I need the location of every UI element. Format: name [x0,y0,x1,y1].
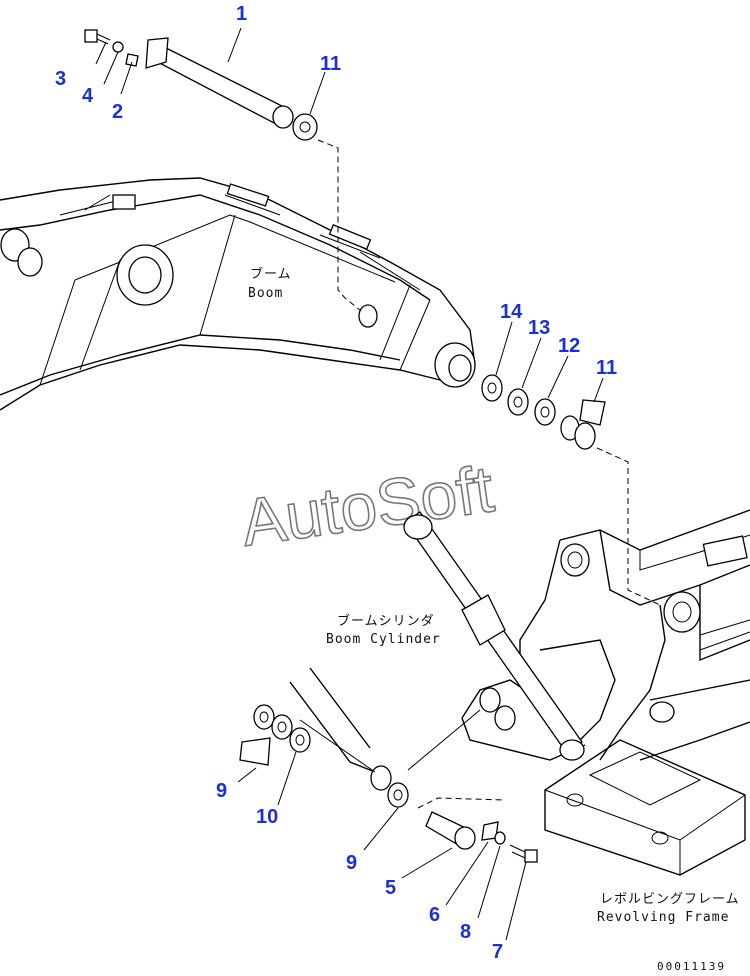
watermark: AutoSoft [237,451,498,560]
lower-shims [239,704,409,808]
boom-cylinder [289,511,585,791]
callout-3: 3 [55,68,66,90]
boom [0,177,476,411]
bolt-3 [84,29,111,45]
revolving-frame [461,509,750,876]
callout-9-right: 9 [346,852,357,874]
document-number: 00011139 [657,960,726,973]
foot-pin [145,37,294,129]
callout-6: 6 [429,904,440,926]
callout-12: 12 [558,335,580,357]
callout-5: 5 [385,877,396,899]
leader-lines [95,27,604,941]
callout-11-top: 11 [320,53,341,75]
callout-13: 13 [528,317,550,339]
plate-2 [125,53,139,67]
boom-label-en: Boom [248,286,283,301]
frame-label-jp: レボルビングフレーム [600,892,740,907]
cylinder-label-jp: ブームシリンダ [337,613,435,629]
leader-pin-to-frame [596,447,661,606]
washer-8 [494,831,506,845]
cylinder-label-en: Boom Cylinder [326,632,441,647]
callout-2: 2 [112,101,123,123]
washer-4 [112,41,124,53]
shim-11-top [292,113,318,141]
callout-8: 8 [460,921,471,943]
callout-9-left: 9 [216,780,227,802]
boom-label-jp: ブーム [250,266,292,282]
callout-10: 10 [256,806,278,828]
callout-1: 1 [236,3,247,25]
cylinder-pin-5 [417,797,506,850]
frame-label-en: Revolving Frame [597,910,729,925]
shim-stack [481,374,606,450]
bolt-7 [509,844,538,863]
callouts: 1 2 3 4 11 14 13 12 11 9 10 9 5 6 8 7 [55,3,617,963]
callout-7: 7 [492,941,503,963]
callout-14: 14 [500,301,523,323]
callout-4: 4 [82,85,94,107]
callout-11-right: 11 [596,357,617,379]
component-labels: ブーム Boom ブームシリンダ Boom Cylinder レボルビングフレー… [248,266,740,925]
